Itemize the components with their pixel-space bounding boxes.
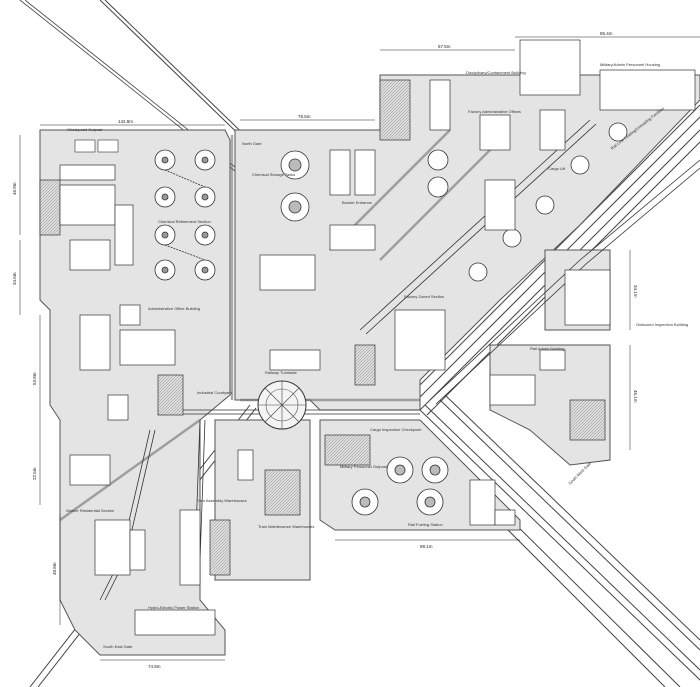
label-cargo-inspection: Cargo Inspection Checkpoint [370,427,422,432]
dimension-lines [19,36,700,661]
cargo-lift-platforms [427,122,628,282]
label-train-maintenance: Train Maintenance Warehouses [258,524,314,529]
dim-74: 74.8m [148,664,161,669]
label-admin-office: Administrative Office Building [148,306,200,311]
dim-22: 22.5m [32,467,37,480]
dim-142: 142.8m [118,119,133,124]
buildings [39,39,696,636]
label-industrial-courtyard: Industrial Courtyard [197,390,232,395]
label-rail-admin: Rail Admin Building [530,346,564,351]
label-factory-zoned: Factory Zoned Section [404,294,444,299]
label-north-gate: North Gate [242,141,262,146]
label-factory-admin: Factory Administrative Offices [468,109,521,114]
label-south-east-gate: South East Gate [103,644,133,649]
label-disciplinary: Disciplinary/Containment Building [466,70,526,75]
label-outbound-inspection: Outbound Inspection Building [636,322,688,327]
label-railway-turntable: Railway Turntable [265,370,298,375]
dim-34-5: 34.5m [12,272,17,285]
railway-turntable [257,380,307,430]
label-rail-fueling: Rail Fueling Station [408,522,443,527]
dimension-labels: 57.5m 85.4m 142.8m 78.5m 46.9m 34.5m 53.… [12,31,638,669]
dim-46: 46.9m [12,182,17,195]
dim-78: 78.5m [298,114,311,119]
label-train-assembly: Train Assembly Warehouses [196,498,247,503]
dim-57: 57.5m [438,44,451,49]
label-bunker-entrance: Bunker Entrance [342,200,373,205]
dim-85: 85.4m [600,31,613,36]
chemical-storage-tanks [280,150,310,222]
label-cargo-lift: Cargo Lift [548,166,566,171]
label-military-outpost: Military Personnel Outpost [340,464,388,469]
label-checkpoint-outpost: Checkpoint Outpost [67,127,103,132]
label-chemical-storage: Chemical Storage Tanks [252,172,295,177]
dim-34-1: 34.1m [633,285,638,298]
label-worker-residential: Worker Residential Section [66,508,114,513]
label-chemical-refinement: Chemical Refinement Section [158,219,211,224]
rail-fueling-tanks [351,456,449,516]
label-hydro-power: Hydro-Electric Power Station [148,605,199,610]
chemical-refinement-tanks [154,149,216,281]
dim-45: 45.1m [633,390,638,403]
checkpoint-outpost-blocks [74,139,119,153]
dim-53: 53.8m [32,372,37,385]
label-military-housing: Military/Admin Personnel Housing [600,62,660,67]
dim-89: 89.1m [420,544,433,549]
dim-48: 48.8m [52,562,57,575]
